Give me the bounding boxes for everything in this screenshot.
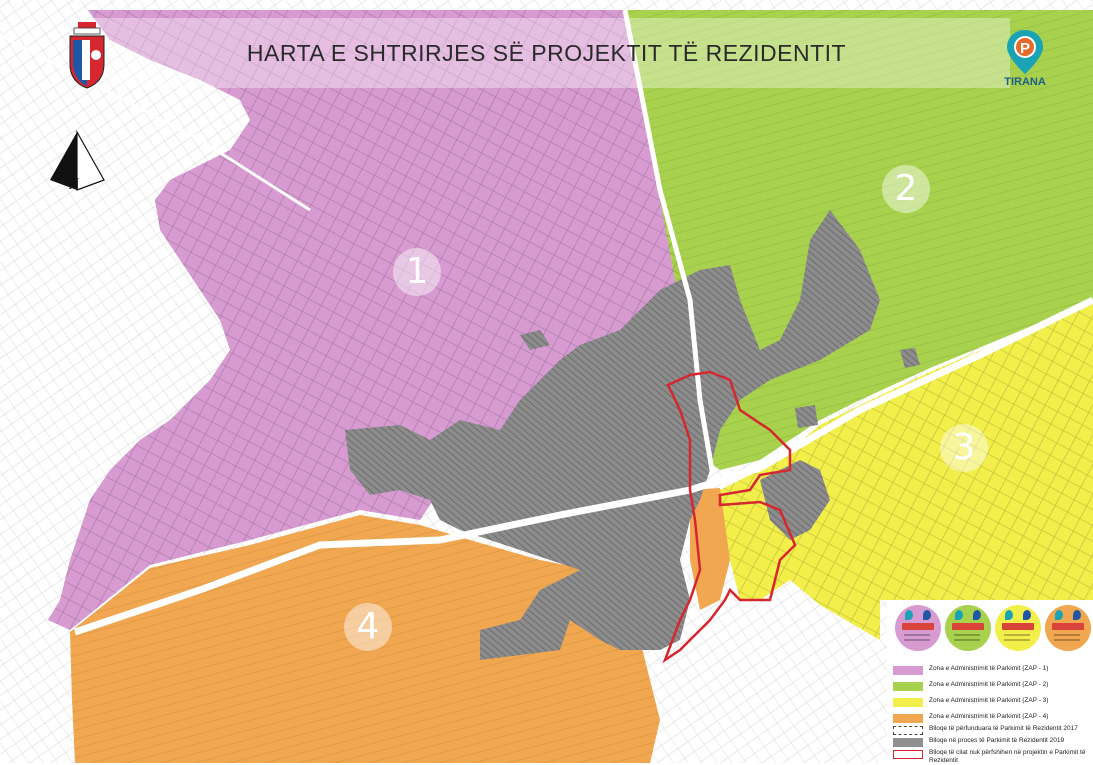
- legend-label: Zona e Administrimit të Parkimit (ZAP - …: [929, 665, 1049, 672]
- legend-swatch: [893, 682, 923, 691]
- zone-4-east-strip: [690, 488, 730, 610]
- tirana-coat-of-arms: [69, 22, 105, 89]
- legend-swatch: [893, 726, 923, 735]
- legend-swatch: [893, 714, 923, 723]
- legend-label: Zona e Administrimit të Parkimit (ZAP - …: [929, 713, 1049, 720]
- north-label: N: [68, 176, 80, 193]
- legend-label: Blloqe të përfunduara të Parkimit të Rez…: [929, 725, 1078, 732]
- legend-swatch: [893, 750, 923, 759]
- map-legend: Zona e Administrimit të Parkimit (ZAP - …: [887, 600, 1093, 764]
- legend-item-zap-1: Zona e Administrimit të Parkimit (ZAP - …: [893, 664, 1093, 678]
- resident-badges: [895, 605, 1091, 660]
- zone-1-marker: 1: [393, 248, 441, 296]
- legend-label: Blloqe të cilat nuk përfshihen në projek…: [929, 749, 1086, 764]
- badge-pin-icon: [1055, 610, 1063, 620]
- brand-text: TIRANA: [1004, 76, 1046, 88]
- parking-pin-icon: P: [1007, 30, 1043, 74]
- zone-4-streets: [70, 515, 660, 763]
- badge-line: [904, 639, 930, 641]
- zone-3-streets: [720, 300, 1093, 640]
- zone-4-marker: 4: [344, 603, 392, 651]
- legend-label: Zona e Administrimit të Parkimit (ZAP - …: [929, 697, 1049, 704]
- zone-2-marker: 2: [882, 165, 930, 213]
- badge-line: [1004, 634, 1030, 636]
- title-band: [90, 18, 1010, 88]
- badge-line: [1004, 639, 1030, 641]
- badge-line: [1054, 634, 1080, 636]
- tirana-parking-logo: P TIRANA: [995, 28, 1055, 98]
- badge-strip: [1002, 623, 1034, 630]
- badge-line: [904, 634, 930, 636]
- badge-pin-icon: [973, 610, 981, 620]
- residential-blocks-2019: [345, 210, 920, 660]
- north-arrow-icon: [50, 129, 105, 191]
- badge-pin-icon: [905, 610, 913, 620]
- legend-item-completed-2017: Blloqe të përfunduara të Parkimit të Rez…: [893, 724, 1093, 738]
- badge-line: [1054, 639, 1080, 641]
- badge-strip: [902, 623, 934, 630]
- badge-line: [954, 634, 980, 636]
- zone-2-badge: [945, 605, 991, 651]
- zone-3-marker: 3: [940, 424, 988, 472]
- legend-item-zap-3: Zona e Administrimit të Parkimit (ZAP - …: [893, 696, 1093, 710]
- zone-1-badge: [895, 605, 941, 651]
- badge-pin-icon: [1005, 610, 1013, 620]
- badge-pin-icon: [1023, 610, 1031, 620]
- legend-swatch: [893, 666, 923, 675]
- badge-strip: [1052, 623, 1084, 630]
- badge-strip: [952, 623, 984, 630]
- legend-swatch: [893, 738, 923, 747]
- badge-line: [954, 639, 980, 641]
- legend-item-in-process-2019: Blloqe në proces të Parkimit të Rezident…: [893, 736, 1093, 750]
- zone-3-badge: [995, 605, 1041, 651]
- zone-4-badge: [1045, 605, 1091, 651]
- map-title: HARTA E SHTRIRJES SË PROJEKTIT TË REZIDE…: [246, 40, 847, 66]
- legend-item-excluded: Blloqe të cilat nuk përfshihen në projek…: [893, 748, 1093, 764]
- legend-label: Blloqe në proces të Parkimit të Rezident…: [929, 737, 1065, 744]
- legend-swatch: [893, 698, 923, 707]
- badge-pin-icon: [923, 610, 931, 620]
- badge-pin-icon: [1073, 610, 1081, 620]
- svg-text:P: P: [1020, 40, 1030, 57]
- excluded-blocks-boundary: [662, 370, 797, 664]
- zone-1-streets: [48, 10, 685, 630]
- legend-item-zap-2: Zona e Administrimit të Parkimit (ZAP - …: [893, 680, 1093, 694]
- legend-label: Zona e Administrimit të Parkimit (ZAP - …: [929, 681, 1049, 688]
- badge-pin-icon: [955, 610, 963, 620]
- legend-item-zap-4: Zona e Administrimit të Parkimit (ZAP - …: [893, 712, 1093, 726]
